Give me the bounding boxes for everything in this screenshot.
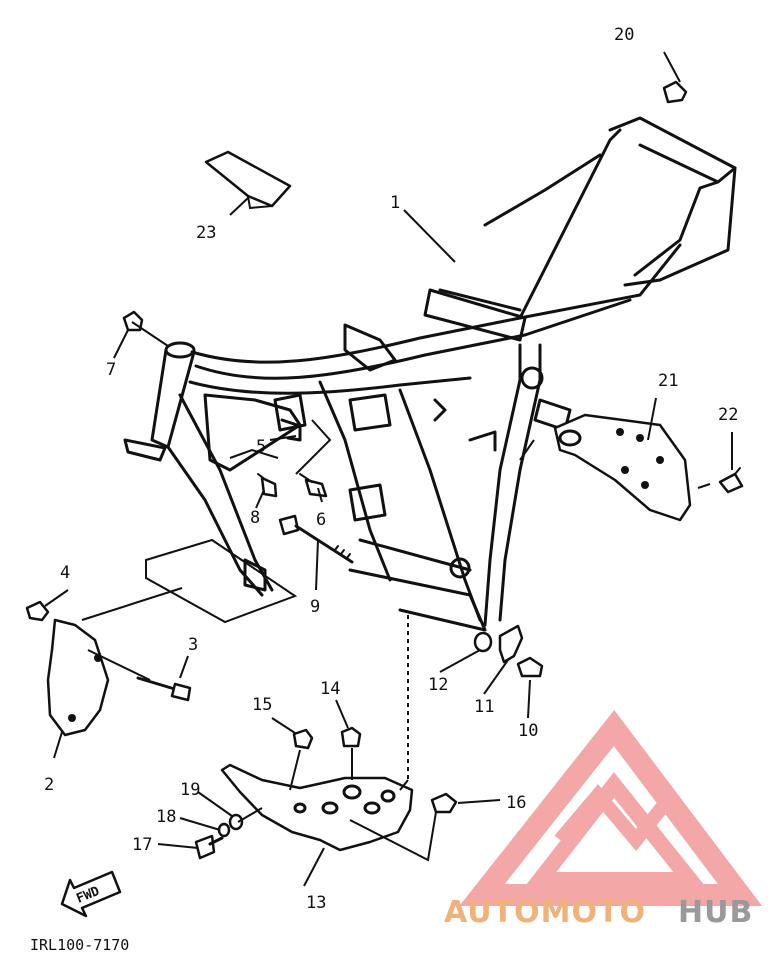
part-3-bolt xyxy=(136,676,192,702)
part-5-bracket xyxy=(280,418,302,442)
part-12-washer xyxy=(473,631,493,653)
callout-22: 22 xyxy=(718,405,738,425)
part-20-cap xyxy=(662,80,688,104)
part-4-nut xyxy=(25,600,50,622)
part-17-bolt xyxy=(194,834,224,860)
callout-1: 1 xyxy=(390,193,400,213)
callout-18: 18 xyxy=(156,807,176,827)
part-14-cap xyxy=(340,726,362,748)
leader-lines xyxy=(44,51,733,887)
part-9-long-bolt xyxy=(278,514,354,564)
diagram-part-code: IRL100-7170 xyxy=(30,936,129,954)
callout-15: 15 xyxy=(252,695,272,715)
part-18-washer xyxy=(217,822,231,838)
main-frame xyxy=(123,116,737,632)
part-2-bracket xyxy=(46,618,110,737)
watermark-text-secondary: HUB xyxy=(678,895,753,930)
callout-20: 20 xyxy=(614,25,634,45)
callout-10: 10 xyxy=(518,721,538,741)
part-21-guard-plate xyxy=(553,413,692,522)
part-13-skid-plate xyxy=(220,763,414,852)
callout-21: 21 xyxy=(658,371,678,391)
part-6-bolt xyxy=(299,473,328,498)
callout-9: 9 xyxy=(310,597,320,617)
part-22-bolt xyxy=(718,467,744,494)
part-15-bushing xyxy=(292,728,314,750)
callout-11: 11 xyxy=(474,697,494,717)
callout-5: 5 xyxy=(256,437,266,457)
callout-19: 19 xyxy=(180,780,200,800)
callout-17: 17 xyxy=(132,835,152,855)
callout-14: 14 xyxy=(320,679,340,699)
part-19-collar xyxy=(228,813,244,831)
callout-23: 23 xyxy=(196,223,216,243)
callout-12: 12 xyxy=(428,675,448,695)
callout-7: 7 xyxy=(106,360,116,380)
part-16-bolt xyxy=(430,792,458,814)
part-10-bushing xyxy=(516,656,544,678)
callout-13: 13 xyxy=(306,893,326,913)
callout-6: 6 xyxy=(316,510,326,530)
fwd-arrow: FWD xyxy=(60,870,122,918)
watermark-text-primary: AUTOMOTO xyxy=(444,895,646,930)
part-8-bolt xyxy=(257,473,278,498)
watermark-logo xyxy=(459,710,763,906)
watermark-text: AUTOMOTO HUB xyxy=(444,895,753,930)
callout-numbers: 1 2 3 4 5 6 7 8 9 10 11 12 13 14 15 16 1… xyxy=(44,25,738,913)
callout-8: 8 xyxy=(250,508,260,528)
callout-4: 4 xyxy=(60,563,70,583)
part-11-bracket xyxy=(498,624,524,664)
callout-3: 3 xyxy=(188,635,198,655)
part-23-rubber-pad xyxy=(204,150,292,210)
callout-16: 16 xyxy=(506,793,526,813)
callout-2: 2 xyxy=(44,775,54,795)
